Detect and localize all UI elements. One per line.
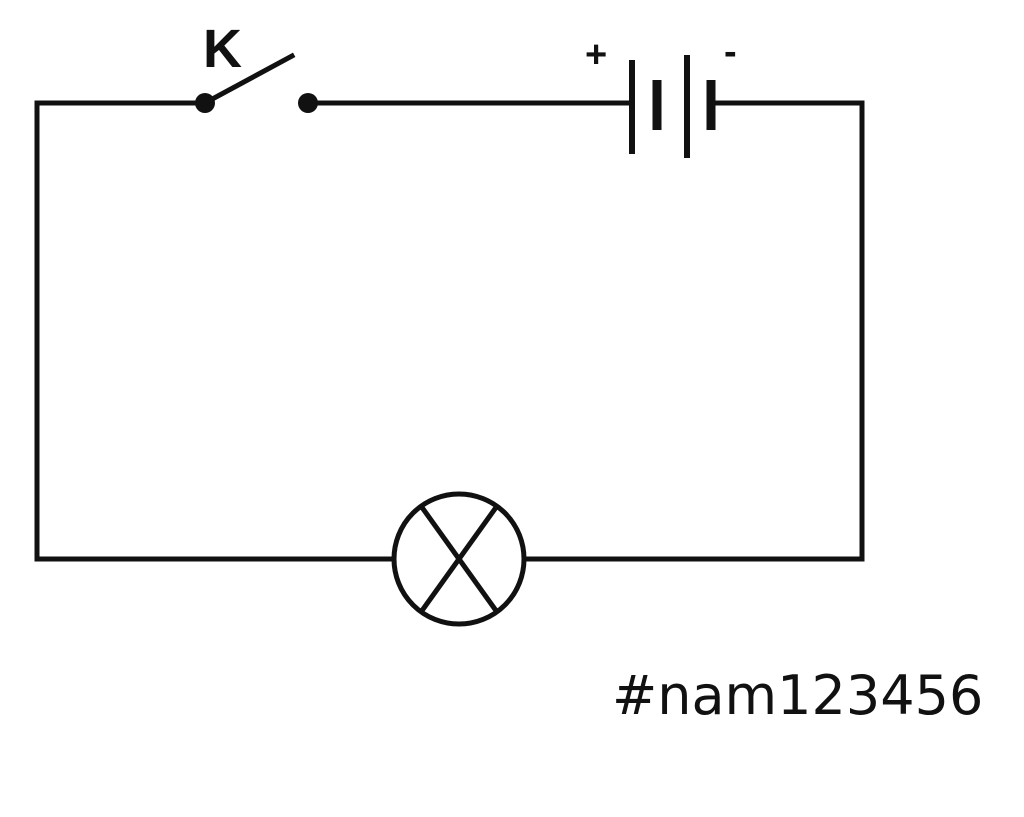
watermark-text: #nam123456 [612,664,984,727]
battery: + - [585,31,737,158]
circuit-wires [34,100,865,562]
lamp-cross-2 [418,504,500,614]
switch-label: K [203,19,242,79]
battery-negative-label: - [724,31,737,73]
switch-lever [201,52,296,107]
lamp [391,491,527,627]
wire-right-bottom [522,100,865,562]
switch-k: K [195,19,318,113]
battery-positive-label: + [585,34,607,76]
wire-left-top [34,100,396,562]
switch-contact-right [298,93,318,113]
